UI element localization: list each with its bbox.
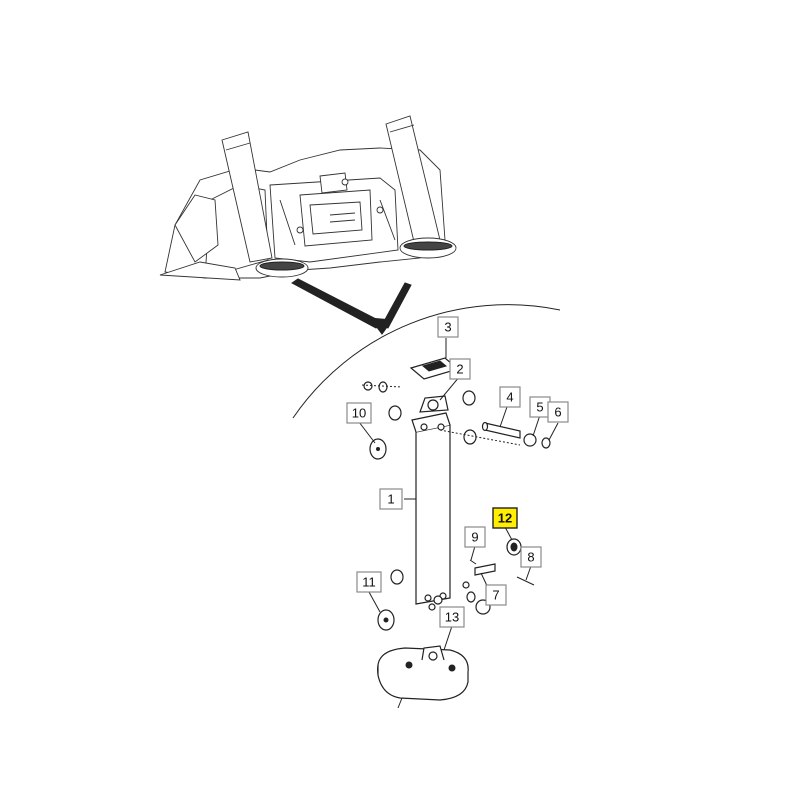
callout-10[interactable]: 10 (346, 402, 372, 424)
callout-7[interactable]: 7 (485, 584, 507, 606)
callout-3-text: 3 (444, 320, 451, 335)
callout-5[interactable]: 5 (529, 396, 551, 418)
callout-7-text: 7 (492, 588, 499, 603)
leader-lines (358, 338, 559, 651)
callout-6-text: 6 (554, 405, 561, 420)
callout-10-text: 10 (352, 406, 366, 421)
callout-11-text: 11 (362, 575, 376, 590)
callout-6[interactable]: 6 (547, 401, 569, 423)
callout-13[interactable]: 13 (439, 606, 465, 628)
callout-1-text: 1 (387, 492, 394, 507)
exploded-parts (361, 357, 551, 709)
callout-12[interactable]: 12 (492, 507, 518, 529)
callout-13-text: 13 (445, 610, 459, 625)
callout-2[interactable]: 2 (449, 358, 471, 380)
callout-11[interactable]: 11 (356, 571, 382, 593)
detail-boundary (292, 304, 561, 419)
callout-1[interactable]: 1 (379, 488, 403, 510)
callout-9-text: 9 (471, 530, 478, 545)
callout-8[interactable]: 8 (520, 546, 542, 568)
callout-12-text: 12 (498, 511, 512, 526)
callout-3[interactable]: 3 (437, 316, 459, 338)
callout-9[interactable]: 9 (464, 526, 486, 548)
callout-2-text: 2 (456, 362, 463, 377)
machine-overview (159, 115, 457, 281)
callout-4[interactable]: 4 (499, 386, 521, 408)
detail-pointer (291, 278, 412, 335)
callout-5-text: 5 (536, 400, 543, 415)
callout-8-text: 8 (527, 550, 534, 565)
callout-4-text: 4 (506, 390, 513, 405)
